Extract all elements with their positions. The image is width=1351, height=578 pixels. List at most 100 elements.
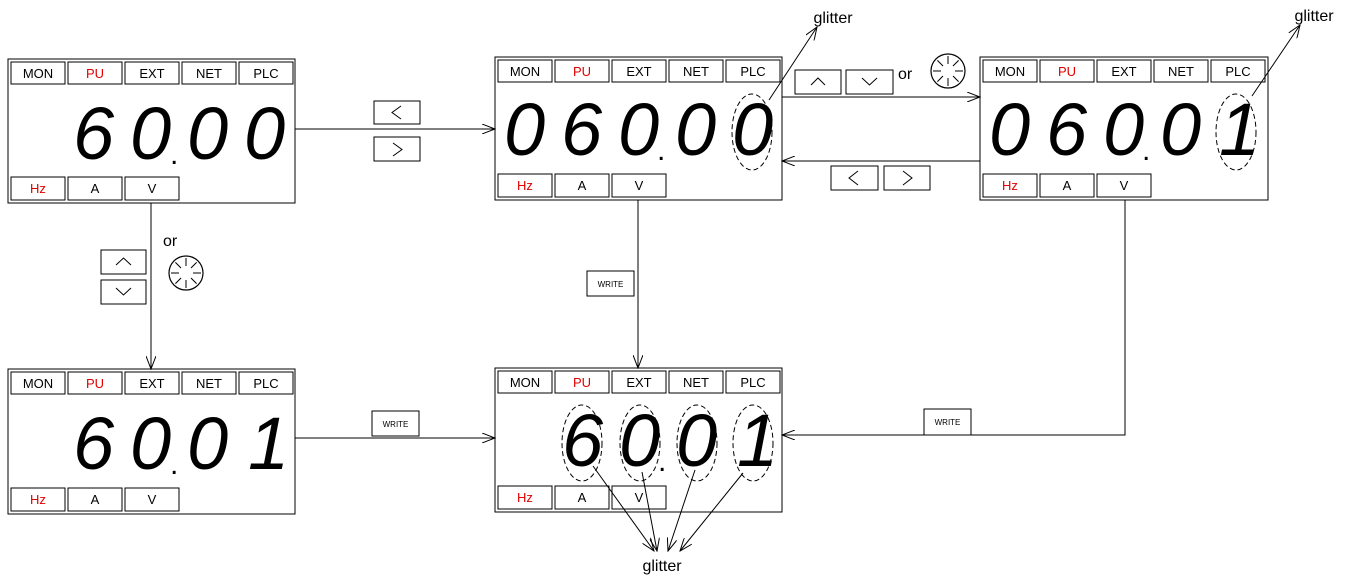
glitter-highlight (731, 93, 773, 171)
chevron-left-icon (391, 105, 402, 120)
mode-plc: PLC (740, 375, 765, 390)
glitter-highlight (619, 404, 661, 482)
write-label: WRITE (598, 280, 624, 289)
digit-readout-3: 0 6 0 . 0 1 (989, 88, 1260, 171)
mode-ext: EXT (139, 376, 164, 391)
decimal-point: . (658, 445, 666, 478)
unit-hz: Hz (1002, 178, 1018, 193)
digit: 0 (675, 88, 716, 171)
digit: 6 (561, 88, 603, 171)
display-panel-2: MON PU EXT NET PLC 0 6 0 . 0 0 Hz A V (494, 56, 783, 201)
mode-ext: EXT (626, 64, 651, 79)
digit: 0 (130, 402, 171, 485)
arrow-d3-to-d5 (782, 200, 1126, 435)
unit-row-3: Hz A V (982, 173, 1152, 198)
digit: 6 (562, 399, 604, 482)
mode-net: NET (196, 66, 222, 81)
right-key-button[interactable] (373, 136, 421, 162)
digit: 6 (73, 402, 115, 485)
mode-net: NET (1168, 64, 1194, 79)
right-key-button[interactable] (883, 165, 931, 191)
glitter-pointer (592, 465, 654, 551)
unit-hz: Hz (30, 492, 46, 507)
mode-plc: PLC (1225, 64, 1250, 79)
setting-dial-icon[interactable] (168, 255, 204, 291)
unit-v: V (148, 492, 157, 507)
mode-plc: PLC (253, 66, 278, 81)
unit-v: V (635, 490, 644, 505)
decimal-point: . (170, 138, 178, 171)
unit-a: A (1063, 178, 1072, 193)
digit: 0 (676, 399, 717, 482)
decimal-point: . (170, 448, 178, 481)
write-label: WRITE (383, 420, 409, 429)
unit-a: A (578, 178, 587, 193)
mode-row-4: MON PU EXT NET PLC (10, 371, 294, 395)
unit-v: V (1120, 178, 1129, 193)
digit: 0 (187, 402, 228, 485)
glitter-pointer (641, 471, 657, 551)
digit: 0 (244, 92, 285, 175)
mode-row-1: MON PU EXT NET PLC (10, 61, 294, 85)
unit-row-5: Hz A V (497, 485, 667, 510)
unit-hz: Hz (517, 490, 533, 505)
mode-net: NET (683, 375, 709, 390)
glitter-pointer (1251, 25, 1300, 97)
write-key-button[interactable]: WRITE (923, 408, 972, 436)
setting-dial-icon[interactable] (930, 53, 966, 89)
glitter-highlight (1215, 93, 1257, 171)
left-key-button[interactable] (373, 100, 421, 125)
down-key-button[interactable] (100, 279, 147, 305)
mode-plc: PLC (740, 64, 765, 79)
digit: 0 (732, 88, 773, 171)
mode-ext: EXT (626, 375, 651, 390)
glitter-pointer (680, 472, 744, 551)
left-key-button[interactable] (830, 165, 879, 191)
glitter-highlight (676, 404, 718, 482)
digit: 0 (989, 88, 1030, 171)
display-panel-1: MON PU EXT NET PLC 6 0 . 0 0 Hz A V (7, 58, 296, 204)
write-key-button[interactable]: WRITE (371, 410, 420, 437)
chevron-down-icon (861, 77, 878, 86)
digit-readout-5: 6 0 . 0 1 (561, 399, 778, 482)
digit: 0 (187, 92, 228, 175)
digit: 0 (1103, 88, 1144, 171)
or-label: or (898, 66, 913, 83)
mode-pu: PU (573, 64, 591, 79)
mode-mon: MON (510, 64, 540, 79)
decimal-point: . (1142, 134, 1150, 167)
glitter-label: glitter (1294, 8, 1334, 25)
digit-readout-2: 0 6 0 . 0 0 (504, 88, 773, 171)
digit: 0 (504, 88, 545, 171)
write-key-button[interactable]: WRITE (586, 270, 635, 297)
digit: 6 (73, 92, 115, 175)
digit: 0 (619, 399, 660, 482)
or-label: or (163, 233, 178, 250)
mode-row-2: MON PU EXT NET PLC (497, 59, 781, 83)
down-key-button[interactable] (845, 69, 894, 95)
up-key-button[interactable] (100, 249, 147, 275)
unit-row-2: Hz A V (497, 173, 667, 198)
chevron-right-icon (392, 142, 403, 157)
mode-row-3: MON PU EXT NET PLC (982, 59, 1266, 83)
write-label: WRITE (935, 418, 961, 427)
chevron-up-icon (810, 77, 826, 86)
unit-row-1: Hz A V (10, 176, 180, 201)
decimal-point: . (657, 134, 665, 167)
digit: 0 (130, 92, 171, 175)
digit-readout-4: 6 0 . 0 1 (73, 402, 289, 485)
mode-mon: MON (995, 64, 1025, 79)
mode-ext: EXT (1111, 64, 1136, 79)
up-key-button[interactable] (794, 69, 842, 95)
glitter-label: glitter (642, 558, 682, 575)
unit-a: A (91, 492, 100, 507)
mode-pu: PU (573, 375, 591, 390)
digit: 1 (248, 402, 289, 485)
glitter-pointer (668, 469, 696, 551)
mode-plc: PLC (253, 376, 278, 391)
chevron-down-icon (115, 287, 132, 296)
mode-ext: EXT (139, 66, 164, 81)
display-panel-4: MON PU EXT NET PLC 6 0 . 0 1 Hz A V (7, 368, 296, 515)
digit: 6 (1046, 88, 1088, 171)
